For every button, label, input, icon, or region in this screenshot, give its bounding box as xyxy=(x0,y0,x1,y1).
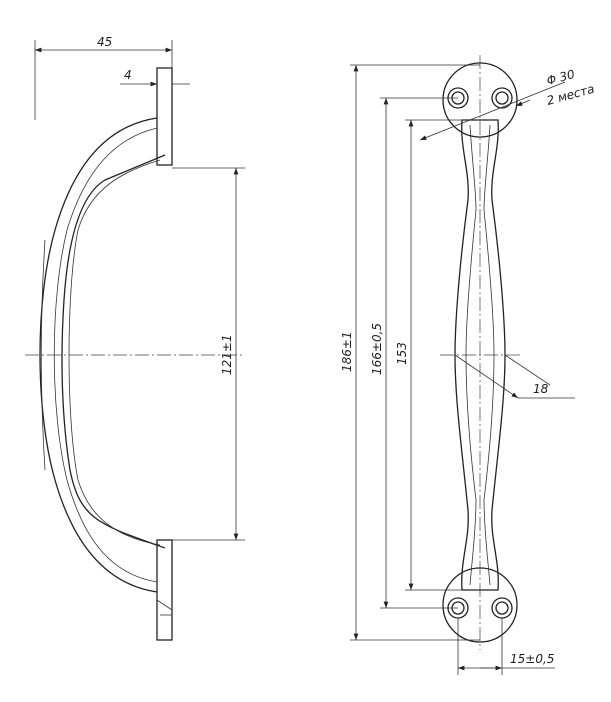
top-rosette xyxy=(442,62,518,138)
hole-spacing-dim: 166±0,5 xyxy=(370,323,384,375)
handle-grip xyxy=(454,119,506,591)
bottom-mounting-plate xyxy=(156,539,173,641)
hole-pitch-dim: 15±0,5 xyxy=(510,652,554,666)
inner-length-dim: 153 xyxy=(395,342,409,365)
handle-outer-edge xyxy=(39,117,158,593)
grip-length-dim: 121±1 xyxy=(220,334,234,375)
width-dim: 45 xyxy=(97,35,112,49)
handle-inner-edge xyxy=(61,154,166,549)
front-view: 186±1 166±0,5 153 Φ 30 2 места 18 15±0,5 xyxy=(340,55,596,675)
grip-width-dim: 18 xyxy=(533,382,549,396)
rosette-diameter-dim: Φ 30 xyxy=(545,67,577,88)
top-mounting-plate xyxy=(156,67,173,166)
side-view: 45 4 121±1 xyxy=(25,35,245,641)
plate-thickness-dim: 4 xyxy=(124,68,132,82)
bottom-rosette xyxy=(442,567,518,643)
overall-length-dim: 186±1 xyxy=(340,331,354,372)
